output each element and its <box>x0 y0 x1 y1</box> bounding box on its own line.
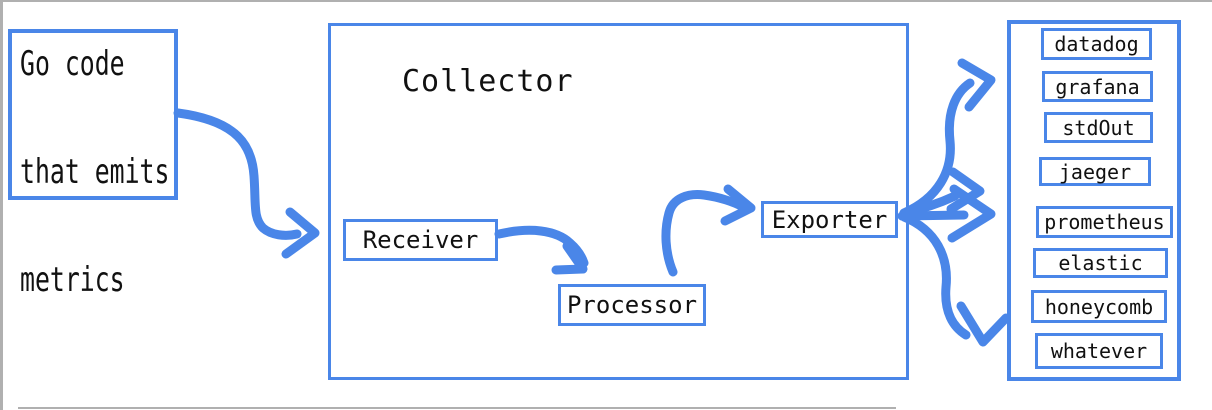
arrow-exporter-fanout-bottom[interactable] <box>899 212 1011 347</box>
destination-label: elastic <box>1058 251 1143 275</box>
exporter-label: Exporter <box>771 205 888 234</box>
destination-box-stdout[interactable]: stdOut <box>1044 112 1153 143</box>
destination-box-prometheus[interactable]: prometheus <box>1036 206 1173 238</box>
destination-box-elastic[interactable]: elastic <box>1033 248 1168 278</box>
arrow-exporter-fanout-middle[interactable] <box>897 184 996 243</box>
source-line-1: Go code <box>20 44 125 84</box>
destination-label: jaeger <box>1058 159 1132 184</box>
receiver-label: Receiver <box>362 226 479 254</box>
arrow-source-to-collector[interactable] <box>173 108 320 259</box>
receiver-box[interactable]: Receiver <box>343 219 498 261</box>
arrow-exporter-fanout-top[interactable] <box>899 58 996 218</box>
source-box-text: Go code that emits metrics <box>20 37 169 307</box>
destination-box-whatever[interactable]: whatever <box>1035 333 1163 369</box>
destination-box-datadog[interactable]: datadog <box>1041 28 1152 60</box>
destination-label: prometheus <box>1044 210 1165 234</box>
collector-title: Collector <box>402 64 574 99</box>
destination-label: stdOut <box>1062 115 1135 140</box>
processor-label: Processor <box>566 291 698 319</box>
destination-label: honeycomb <box>1044 294 1154 319</box>
destination-label: whatever <box>1050 339 1148 363</box>
canvas-top-edge-line <box>0 0 1212 2</box>
exporter-box[interactable]: Exporter <box>761 201 898 238</box>
source-box[interactable]: Go code that emits metrics <box>8 29 178 300</box>
source-line-2: that emits <box>20 152 170 192</box>
arrow-exporter-fanout-middle-upper[interactable] <box>899 167 985 218</box>
processor-box[interactable]: Processor <box>558 284 706 326</box>
destination-box-jaeger[interactable]: jaeger <box>1039 157 1151 186</box>
destination-box-grafana[interactable]: grafana <box>1042 71 1153 102</box>
destination-label: datadog <box>1054 32 1139 56</box>
canvas-bottom-edge-line <box>18 407 896 409</box>
canvas-left-edge-line <box>0 0 3 410</box>
source-line-3: metrics <box>20 260 125 300</box>
destination-box-honeycomb[interactable]: honeycomb <box>1031 290 1167 323</box>
destination-label: grafana <box>1055 74 1140 99</box>
